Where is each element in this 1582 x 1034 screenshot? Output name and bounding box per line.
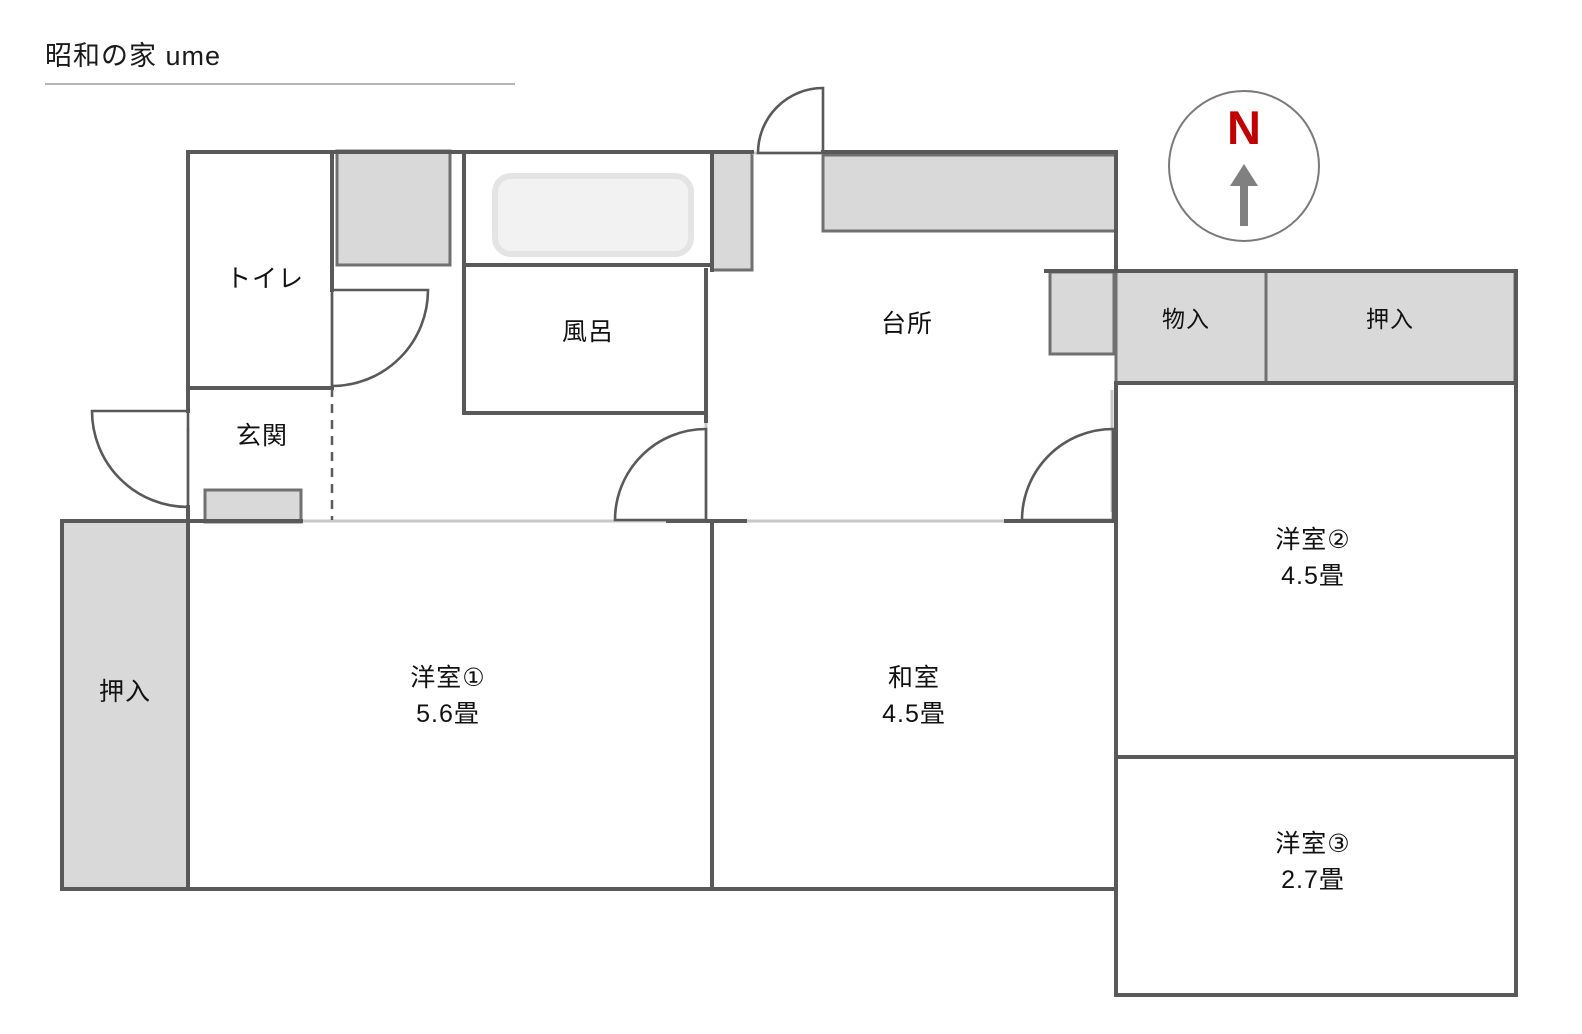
plan-title-block: 昭和の家 ume (45, 40, 515, 86)
door-swings (90, 86, 1115, 522)
block-storage-monoire (1114, 269, 1268, 385)
block-utility-narrow (710, 150, 754, 272)
compass-north-arrow-icon (1230, 164, 1258, 226)
door-arc-washitsu (1020, 427, 1115, 522)
door-arc-toilet (330, 288, 430, 388)
walls (60, 150, 1518, 997)
compass-north-letter: N (1227, 101, 1261, 154)
gray-fill-blocks (60, 149, 1517, 891)
block-kitchen-counter (821, 153, 1118, 233)
page-title: 昭和の家 ume (45, 41, 222, 71)
door-arc-genkan (90, 409, 190, 509)
block-kitchen-side-storage (1048, 270, 1116, 356)
block-washroom-storage (335, 149, 452, 267)
door-arc-kitchen-entry (756, 86, 825, 155)
block-closet-west (60, 519, 190, 891)
title-divider (45, 83, 515, 86)
door-arc-western1 (613, 427, 708, 522)
block-genkan-step (203, 488, 303, 524)
compass-rose: N (1168, 90, 1320, 242)
bathtub-fixture (492, 173, 694, 257)
block-closet-north (1264, 269, 1517, 385)
